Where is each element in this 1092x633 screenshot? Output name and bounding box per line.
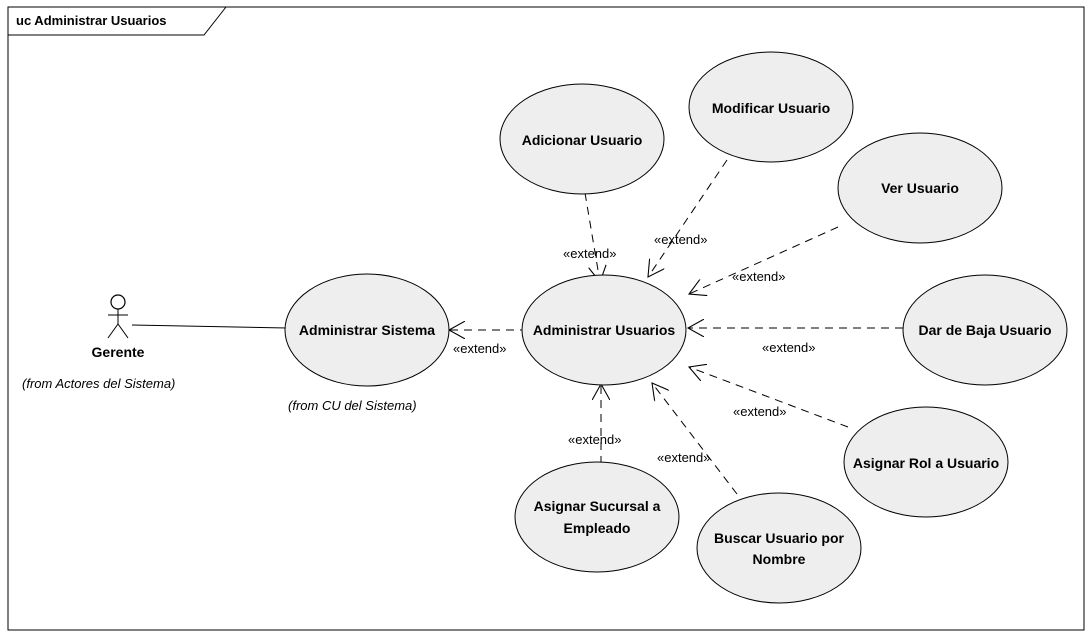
usecase-administrar-sistema[interactable]: Administrar Sistema bbox=[284, 273, 450, 387]
extend-label-adicionar-usuario: «extend» bbox=[563, 246, 617, 261]
usecase-label-dar-de-baja-usuario: Dar de Baja Usuario bbox=[918, 322, 1051, 338]
usecase-label-asignar-sucursal-line1: Asignar Sucursal a bbox=[534, 498, 661, 514]
extend-relations: «extend» «extend» «extend» «extend» «ext… bbox=[449, 159, 903, 495]
usecase-label-administrar-sistema: Administrar Sistema bbox=[299, 322, 435, 338]
usecase-label-administrar-usuarios: Administrar Usuarios bbox=[533, 322, 676, 338]
usecase-label-asignar-sucursal-line2: Empleado bbox=[564, 520, 631, 536]
usecase-adicionar-usuario[interactable]: Adicionar Usuario bbox=[499, 83, 665, 195]
extend-arrow-adicionar-usuario bbox=[584, 192, 600, 282]
extend-label-dar-de-baja: «extend» bbox=[762, 340, 816, 355]
extend-label-asignar-sucursal: «extend» bbox=[568, 432, 622, 447]
usecase-dar-de-baja-usuario[interactable]: Dar de Baja Usuario bbox=[902, 274, 1068, 386]
extend-label-buscar-usuario: «extend» bbox=[657, 450, 711, 465]
usecase-from-note: (from CU del Sistema) bbox=[288, 398, 417, 413]
extend-label-asignar-rol: «extend» bbox=[733, 404, 787, 419]
usecase-label-adicionar-usuario: Adicionar Usuario bbox=[522, 132, 643, 148]
actor-from-note: (from Actores del Sistema) bbox=[22, 376, 175, 391]
frame-title: uc Administrar Usuarios bbox=[16, 13, 167, 28]
extend-arrow-buscar-usuario bbox=[652, 383, 738, 495]
usecase-asignar-rol-a-usuario[interactable]: Asignar Rol a Usuario bbox=[843, 406, 1009, 518]
extend-label-ver-usuario: «extend» bbox=[732, 269, 786, 284]
usecase-asignar-sucursal-a-empleado[interactable]: Asignar Sucursal a Empleado bbox=[514, 461, 680, 573]
association-gerente-administrar-sistema bbox=[131, 324, 288, 329]
extend-label-administrar-sistema: «extend» bbox=[453, 341, 507, 356]
usecase-label-modificar-usuario: Modificar Usuario bbox=[712, 100, 830, 116]
usecase-label-ver-usuario: Ver Usuario bbox=[881, 180, 959, 196]
extend-arrow-modificar-usuario bbox=[648, 159, 728, 277]
extend-label-modificar-usuario: «extend» bbox=[654, 232, 708, 247]
usecase-modificar-usuario[interactable]: Modificar Usuario bbox=[688, 51, 854, 163]
usecase-buscar-usuario-por-nombre[interactable]: Buscar Usuario por Nombre bbox=[696, 492, 862, 604]
actor-stick-figure-icon bbox=[107, 294, 129, 339]
extend-arrow-asignar-rol bbox=[689, 367, 849, 428]
actor-gerente[interactable]: Gerente bbox=[92, 294, 145, 360]
usecase-label-buscar-usuario-line2: Nombre bbox=[753, 551, 806, 567]
actor-label: Gerente bbox=[92, 344, 145, 360]
usecase-label-buscar-usuario-line1: Buscar Usuario por bbox=[714, 530, 844, 546]
usecase-label-asignar-rol-a-usuario: Asignar Rol a Usuario bbox=[853, 455, 999, 471]
usecase-administrar-usuarios[interactable]: Administrar Usuarios bbox=[521, 274, 687, 386]
diagram-frame: uc Administrar Usuarios bbox=[7, 6, 1085, 631]
usecase-ver-usuario[interactable]: Ver Usuario bbox=[837, 132, 1003, 244]
